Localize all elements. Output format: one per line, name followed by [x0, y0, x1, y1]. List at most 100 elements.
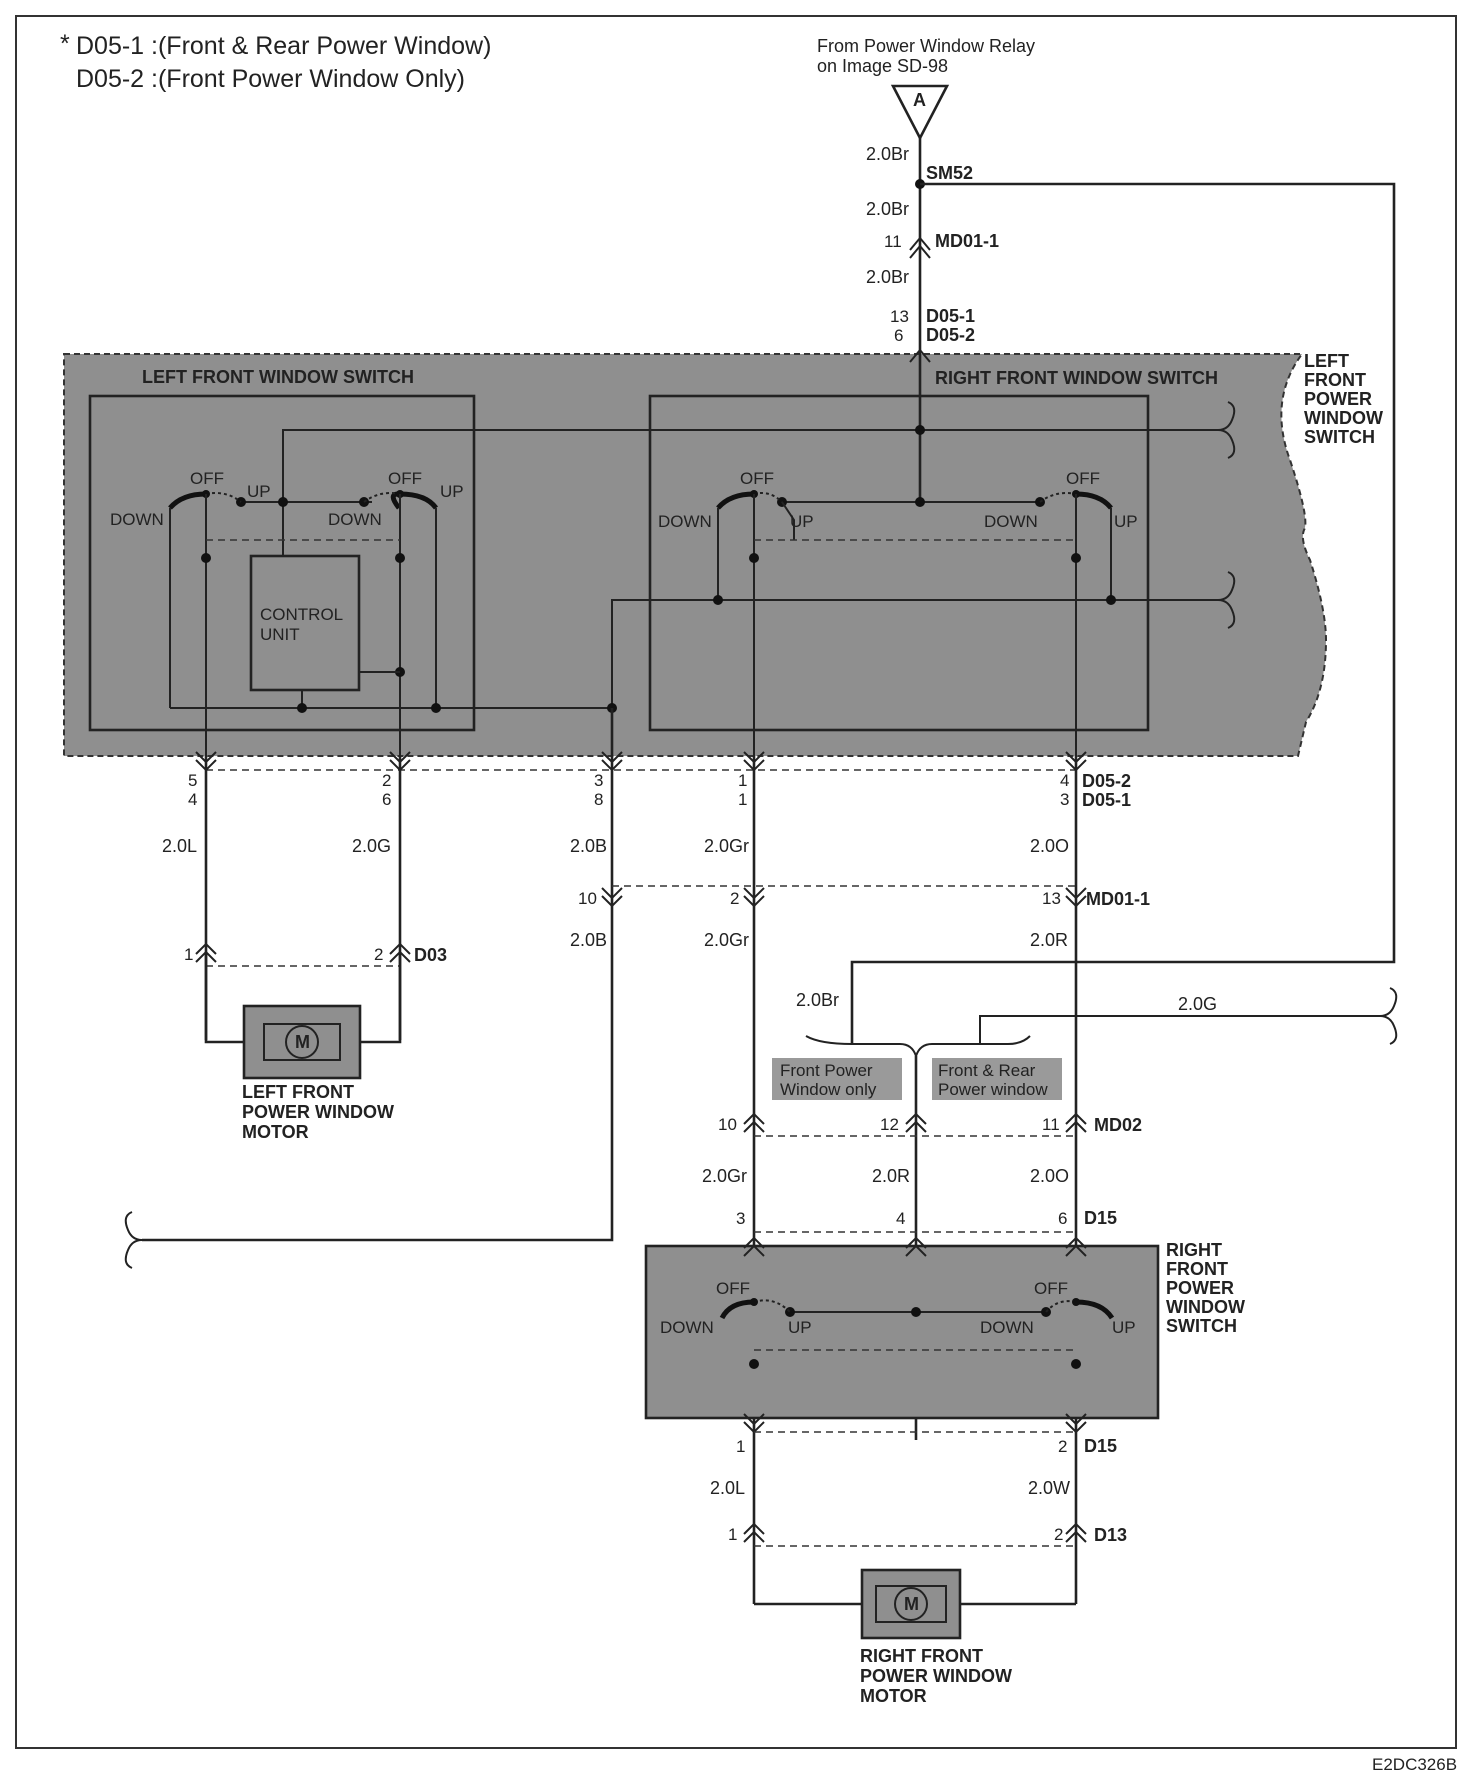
- d05-pin-2: 2: [382, 771, 391, 790]
- rfpws-switch-1-arc: [753, 1299, 791, 1313]
- d05-1-label-bottom: D05-1: [1082, 790, 1131, 810]
- rfpws-switch-2-node: [1071, 1359, 1081, 1369]
- note-star: *: [60, 30, 70, 58]
- left-front-window-switch-label: LEFT FRONT WINDOW SWITCH: [142, 367, 414, 387]
- wire-br-2: 2.0Br: [866, 199, 909, 219]
- rfpws-down-1: DOWN: [660, 1318, 714, 1337]
- right-motor-label-2: POWER WINDOW: [860, 1666, 1012, 1686]
- left-motor-wires: [204, 954, 402, 1044]
- md02-pin-12: 12: [880, 1115, 899, 1134]
- d13-pin-1: 1: [728, 1525, 737, 1544]
- d13-label: D13: [1094, 1525, 1127, 1545]
- d05-pin-6: 6: [382, 790, 391, 809]
- d05-2-pin-6-top: 6: [894, 326, 903, 345]
- left-motor-label-1: LEFT FRONT: [242, 1082, 354, 1102]
- wire-br-1: 2.0Br: [866, 144, 909, 164]
- rfpws-up-node: [911, 1307, 921, 1317]
- rf-switch-1-up-return: [781, 501, 795, 540]
- source-line-1: From Power Window Relay: [817, 36, 1035, 56]
- d15-pin-3: 3: [736, 1209, 745, 1228]
- md01-1-pin-2: 2: [730, 889, 739, 908]
- option-front-rear-1: Front & Rear: [938, 1061, 1036, 1080]
- wire-br-3: 2.0Br: [866, 267, 909, 287]
- wire-g-right-tail: [1379, 987, 1398, 1045]
- rf-switch-2-arc: [1039, 492, 1077, 503]
- right-front-window-switch-box: [648, 394, 1150, 732]
- d05-pin-4b: 4: [1060, 771, 1069, 790]
- lfpws-label-2: FRONT: [1304, 370, 1366, 390]
- lf-switch-2-arc: [363, 492, 401, 503]
- rf-off-2: OFF: [1066, 469, 1100, 488]
- rf-up-1: UP: [790, 512, 814, 531]
- wire-label-gr-2: 2.0Gr: [704, 930, 749, 950]
- d03-pins: [195, 942, 411, 963]
- option-front-only-1: Front Power: [780, 1061, 873, 1080]
- rf-off-1: OFF: [740, 469, 774, 488]
- figure-code: E2DC326B: [1372, 1755, 1457, 1774]
- rfpws-up-2: UP: [1112, 1318, 1136, 1337]
- wire-label-gr-3: 2.0Gr: [702, 1166, 747, 1186]
- lfpws-label-5: SWITCH: [1304, 427, 1375, 447]
- lf-off-1: OFF: [190, 469, 224, 488]
- left-motor-housing: [263, 1023, 341, 1061]
- lfpws-label-1: LEFT: [1304, 351, 1349, 371]
- wire-label-gr-1: 2.0Gr: [704, 836, 749, 856]
- wire-label-r-2: 2.0R: [872, 1166, 910, 1186]
- control-unit-label-2: UNIT: [260, 625, 300, 644]
- wire-b-tail: [124, 1211, 143, 1269]
- rf-up-node: [915, 497, 925, 507]
- d05-pin-1b: 1: [738, 790, 747, 809]
- right-front-window-switch-label: RIGHT FRONT WINDOW SWITCH: [935, 368, 1218, 388]
- note-d05-2: D05-2 :(Front Power Window Only): [76, 65, 465, 93]
- d05-1-pin-13-top: 13: [890, 307, 909, 326]
- md02-pins: [743, 1112, 1087, 1133]
- lf-up-2: UP: [440, 482, 464, 501]
- left-motor-rotor: [285, 1025, 319, 1059]
- control-unit: [249, 554, 361, 692]
- d05-pin-1a: 1: [738, 771, 747, 790]
- left-front-window-switch-box: [88, 394, 476, 732]
- rf-up-2: UP: [1114, 512, 1138, 531]
- option-branch-left: [805, 1035, 917, 1057]
- rfpws-label-4: WINDOW: [1166, 1297, 1245, 1317]
- rf-down-2: DOWN: [984, 512, 1038, 531]
- lfpws-label-4: WINDOW: [1304, 408, 1383, 428]
- wire-label-b-2: 2.0B: [570, 930, 607, 950]
- md02-label: MD02: [1094, 1115, 1142, 1135]
- lf-up-1: UP: [247, 482, 271, 501]
- md01-1-connector-top: [909, 236, 931, 259]
- md01-1-label-lower: MD01-1: [1086, 889, 1150, 909]
- d15-pin-2: 2: [1058, 1437, 1067, 1456]
- lf-down-1: DOWN: [110, 510, 164, 529]
- md01-1-pin-11: 11: [884, 232, 902, 251]
- option-front-only-2: Window only: [780, 1080, 877, 1099]
- wire-label-l: 2.0L: [162, 836, 197, 856]
- source-connector-label: A: [913, 90, 926, 110]
- left-motor-m: M: [295, 1032, 310, 1052]
- d15-pin-6: 6: [1058, 1209, 1067, 1228]
- rf-switch-1-node: [749, 553, 759, 563]
- d05-pin-3b: 3: [1060, 790, 1069, 809]
- page-frame: [15, 15, 1457, 1749]
- d15-label-bottom: D15: [1084, 1436, 1117, 1456]
- wire-label-r-1: 2.0R: [1030, 930, 1068, 950]
- lf-switch-1-arc: [205, 492, 242, 503]
- rfpws-off-1: OFF: [716, 1279, 750, 1298]
- rfpws-switch-1-node: [749, 1359, 759, 1369]
- lf-ground-node-1: [297, 703, 307, 713]
- d15-pin-4: 4: [896, 1209, 905, 1228]
- left-motor-label-3: MOTOR: [242, 1122, 309, 1142]
- wire-label-b-1: 2.0B: [570, 836, 607, 856]
- lf-ground-node-2: [431, 703, 441, 713]
- md02-pin-10: 10: [718, 1115, 737, 1134]
- option-branch-right-end: [980, 1035, 1031, 1045]
- rfpws-label-3: POWER: [1166, 1278, 1234, 1298]
- wire-label-w: 2.0W: [1028, 1478, 1070, 1498]
- sm52-label: SM52: [926, 163, 973, 183]
- right-motor-label-3: MOTOR: [860, 1686, 927, 1706]
- wire-b: [142, 708, 614, 1242]
- wire-br-branch: 2.0Br: [796, 990, 839, 1010]
- rf-switch-2-bus-node: [1106, 595, 1116, 605]
- rfpws-label-5: SWITCH: [1166, 1316, 1237, 1336]
